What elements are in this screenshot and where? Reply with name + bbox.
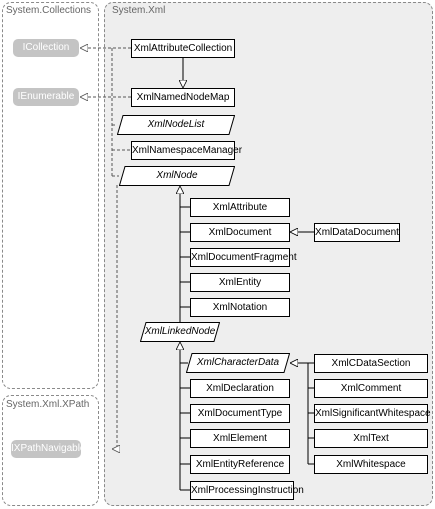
abstract-class-shape [140,322,220,342]
class-xml-attribute-collection[interactable]: XmlAttributeCollection [131,39,235,58]
class-xml-linked-node-label: XmlLinkedNode [144,326,216,337]
abstract-class-shape [186,353,290,373]
class-xml-entity[interactable]: XmlEntity [190,273,290,292]
group-system-collections [2,2,99,389]
class-xml-element[interactable]: XmlElement [190,429,290,448]
class-xml-node-list-label: XmlNodeList [147,119,205,130]
class-xml-whitespace[interactable]: XmlWhitespace [314,455,428,474]
group-title-system-xml: System.Xml [112,5,166,16]
class-xml-notation[interactable]: XmlNotation [190,298,290,317]
class-xml-document-fragment[interactable]: XmlDocumentFragment [190,248,297,267]
class-xml-significant-whitespace[interactable]: XmlSignificantWhitespace [314,404,431,423]
class-xml-entity-reference[interactable]: XmlEntityReference [190,455,290,474]
class-xml-comment[interactable]: XmlComment [314,379,428,398]
class-xml-data-document[interactable]: XmlDataDocument [314,223,400,242]
class-xml-processing-instruction[interactable]: XmlProcessingInstruction [190,481,304,500]
class-xml-node-list[interactable]: XmlNodeList [117,115,235,135]
class-xml-document[interactable]: XmlDocument [190,223,290,242]
class-xml-document-type[interactable]: XmlDocumentType [190,404,290,423]
interface-ienumerable[interactable]: IEnumerable [13,88,79,106]
class-xml-character-data[interactable]: XmlCharacterData [186,353,290,373]
class-xml-named-node-map[interactable]: XmlNamedNodeMap [131,88,235,107]
class-xml-character-data-label: XmlCharacterData [196,357,280,368]
class-xml-text[interactable]: XmlText [314,429,428,448]
class-xml-namespace-manager[interactable]: XmlNamespaceManager [131,141,242,160]
abstract-class-shape [117,115,235,135]
abstract-class-shape [119,166,235,186]
interface-ixpathnavigable[interactable]: IXPathNavigable [11,440,86,458]
class-xml-linked-node[interactable]: XmlLinkedNode [140,322,220,342]
group-title-system-xml-xpath: System.Xml.XPath [6,399,90,410]
class-xml-node[interactable]: XmlNode [119,166,235,186]
interface-icollection[interactable]: ICollection [13,39,79,57]
class-xml-cdata-section[interactable]: XmlCDataSection [314,354,428,373]
class-xml-declaration[interactable]: XmlDeclaration [190,379,290,398]
class-xml-node-label: XmlNode [156,170,198,181]
group-title-system-collections: System.Collections [6,5,92,16]
class-xml-attribute[interactable]: XmlAttribute [190,198,290,217]
